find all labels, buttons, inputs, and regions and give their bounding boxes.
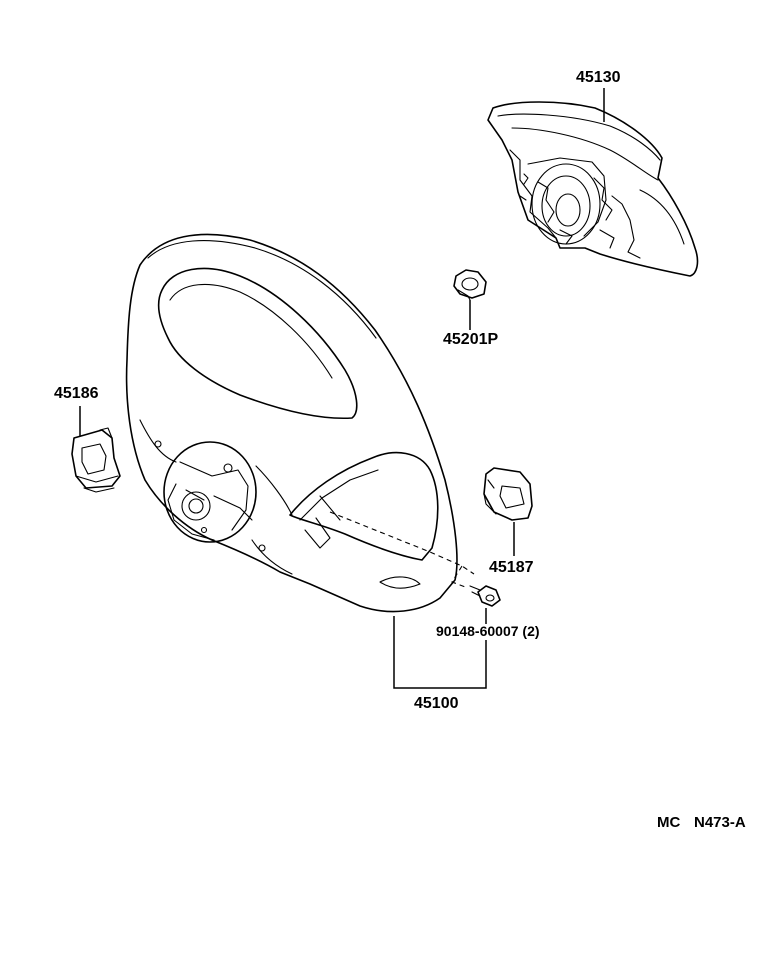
right-cover-drawing xyxy=(483,467,533,521)
diagram-code-id: N473-A xyxy=(694,814,746,831)
diagram-code-prefix: MC xyxy=(657,814,681,831)
part-label-screw: 90148-60007 (2) xyxy=(436,623,540,639)
part-label-45187: 45187 xyxy=(489,559,534,576)
screw-drawing xyxy=(469,585,501,607)
left-cover-drawing xyxy=(71,427,121,493)
horn-pad-drawing xyxy=(487,101,699,277)
part-label-45186: 45186 xyxy=(54,385,99,402)
nut-drawing xyxy=(453,269,487,301)
leader-45100-bracket xyxy=(393,616,487,689)
part-label-45100: 45100 xyxy=(414,695,459,712)
part-label-45201p: 45201P xyxy=(443,331,499,348)
part-label-45130: 45130 xyxy=(576,69,621,86)
steering-wheel-drawing xyxy=(125,233,475,613)
